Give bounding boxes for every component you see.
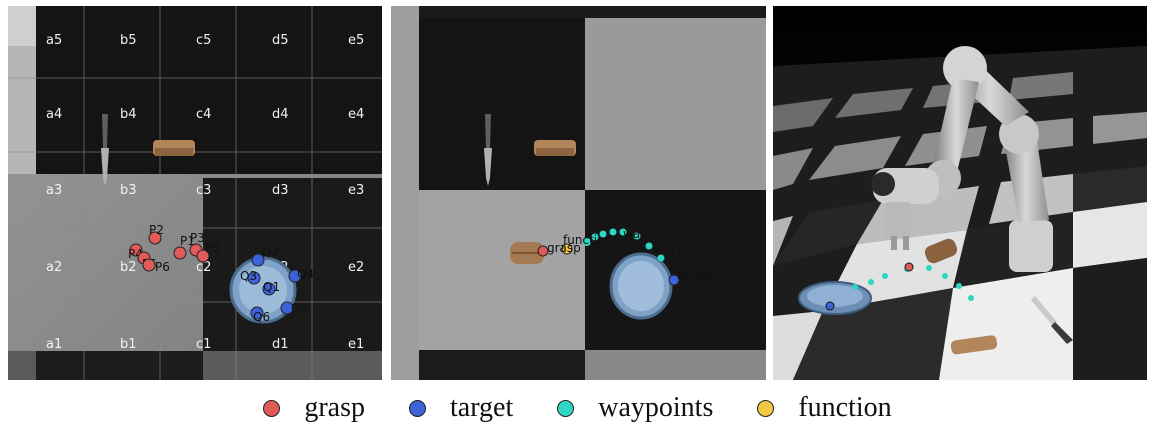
target-point-label: Q2 [262,245,279,259]
yellow-dot-icon [757,399,775,417]
comb-icon [534,140,576,156]
target-point [250,306,264,320]
grid-cell-label: b2 [120,260,137,275]
target-point-label: Q5 [291,301,308,315]
grasp-point-label: P1 [180,234,195,248]
legend-label: waypoints [598,392,714,423]
waypoint-trajectory [825,262,974,311]
comb-icon [950,335,998,355]
target-point-label: Q3 [240,269,257,283]
grid-cell-label: e4 [348,107,364,122]
grasp-point [148,231,162,245]
function-label: function [563,233,612,247]
legend-item-waypoints: waypoints [557,392,713,424]
knife-icon [1031,296,1073,344]
grasp-point-label: P3 [190,231,205,245]
waypoint-label-1: waypoint-1 [653,241,720,255]
comb-icon [153,140,195,156]
brush-icon [510,242,544,264]
grasp-label: grasp [547,241,581,255]
bowl-icon [609,252,673,320]
legend-item-target: target [409,392,513,424]
target-point-label: Q6 [253,310,270,324]
legend: grasp target waypoints function [0,388,1155,428]
target-point [280,301,294,315]
red-dot-icon [263,399,281,417]
grid-cell-label: d4 [272,107,289,122]
grid-cell-label: c2 [196,260,211,275]
robot-render-panel [773,6,1147,380]
target-point [288,269,302,283]
grid-cell-label: c1 [196,337,211,352]
grid-view-panel: a5b5c5d5e5a4b4c4d4e4a3b3c3d3e3a2b2c2d2e2… [8,6,382,380]
grid-cell-label: e5 [348,33,364,48]
trajectory-view-image: grasp function waypoint-0 waypoint-1 tar… [391,6,766,380]
robot-arm [871,46,1053,272]
robot-render-image [773,6,1147,380]
grasp-point [142,258,156,272]
grid-cell-label: a4 [46,107,62,122]
blue-dot-icon [409,399,426,417]
grid-cell-label: c5 [196,33,211,48]
target-point [668,274,680,286]
grid-cell-label: c3 [196,183,211,198]
grid-cell-label: b3 [120,183,137,198]
grasp-point-label: P6 [155,260,170,274]
grid-cell-label: d1 [272,337,289,352]
waypoint-label-0: waypoint-0 [623,227,690,241]
legend-label: function [798,392,892,423]
target-label: target [677,269,714,283]
grid-cell-label: b1 [120,337,137,352]
legend-item-grasp: grasp [263,392,365,424]
grasp-point [129,243,143,257]
legend-label: target [450,392,514,423]
legend-label: grasp [304,392,365,423]
grid-cell-label: d5 [272,33,289,48]
target-point-label: Q1 [263,280,280,294]
grid-cell-label: b4 [120,107,137,122]
grasp-point [196,249,210,263]
function-point [561,243,573,255]
target-point [262,282,276,296]
grid-cell-label: a3 [46,183,62,198]
grid-cell-label: e2 [348,260,364,275]
waypoint-trajectory [583,228,665,262]
grid-cell-label: a2 [46,260,62,275]
grasp-point-label: P5 [205,241,220,255]
grid-cell-label: c4 [196,107,211,122]
teal-dot-icon [557,399,575,417]
target-point [251,253,265,267]
trajectory-view-panel: grasp function waypoint-0 waypoint-1 tar… [391,6,766,380]
grid-cell-label: a5 [46,33,62,48]
knife-icon [101,114,109,186]
grasp-point [173,246,187,260]
grasp-point [537,245,549,257]
grid-cell-label: b5 [120,33,137,48]
grasp-point-label: P2 [149,223,164,237]
grid-cell-label: d3 [272,183,289,198]
grid-cell-label: e1 [348,337,364,352]
knife-icon [484,114,492,186]
target-point [247,271,261,285]
brush-icon [924,238,958,264]
target-point-label: Q4 [297,267,314,281]
bowl-icon [798,281,872,315]
legend-item-function: function [757,392,892,424]
grid-cell-label: a1 [46,337,62,352]
grid-view-image: a5b5c5d5e5a4b4c4d4e4a3b3c3d3e3a2b2c2d2e2… [8,6,382,380]
grid-cell-label: e3 [348,183,364,198]
